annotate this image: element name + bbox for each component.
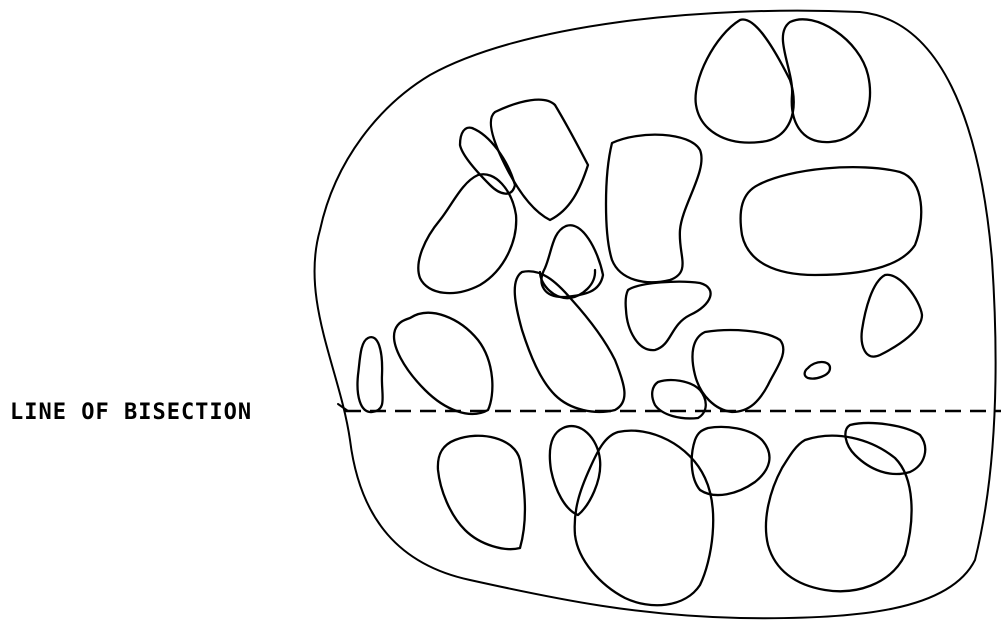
aggregate-particle xyxy=(692,427,770,495)
aggregate-particle xyxy=(515,271,625,412)
aggregate-particle xyxy=(626,282,711,350)
aggregate-particle xyxy=(783,19,870,142)
aggregate-particle xyxy=(460,128,515,194)
aggregate-particle xyxy=(394,313,492,414)
aggregate-particle xyxy=(696,20,794,143)
aggregate-particle xyxy=(438,436,525,549)
aggregate-particle xyxy=(741,167,922,275)
aggregate-particle xyxy=(845,423,925,474)
aggregate-particle xyxy=(550,426,600,515)
aggregate-particle xyxy=(862,275,922,357)
aggregate-particle xyxy=(766,436,912,592)
aggregate-particle xyxy=(542,225,603,297)
aggregate-particle xyxy=(606,135,702,283)
aggregate-particle xyxy=(805,362,830,379)
aggregate-particle xyxy=(358,337,383,412)
bisection-label: LINE OF BISECTION xyxy=(10,400,252,425)
